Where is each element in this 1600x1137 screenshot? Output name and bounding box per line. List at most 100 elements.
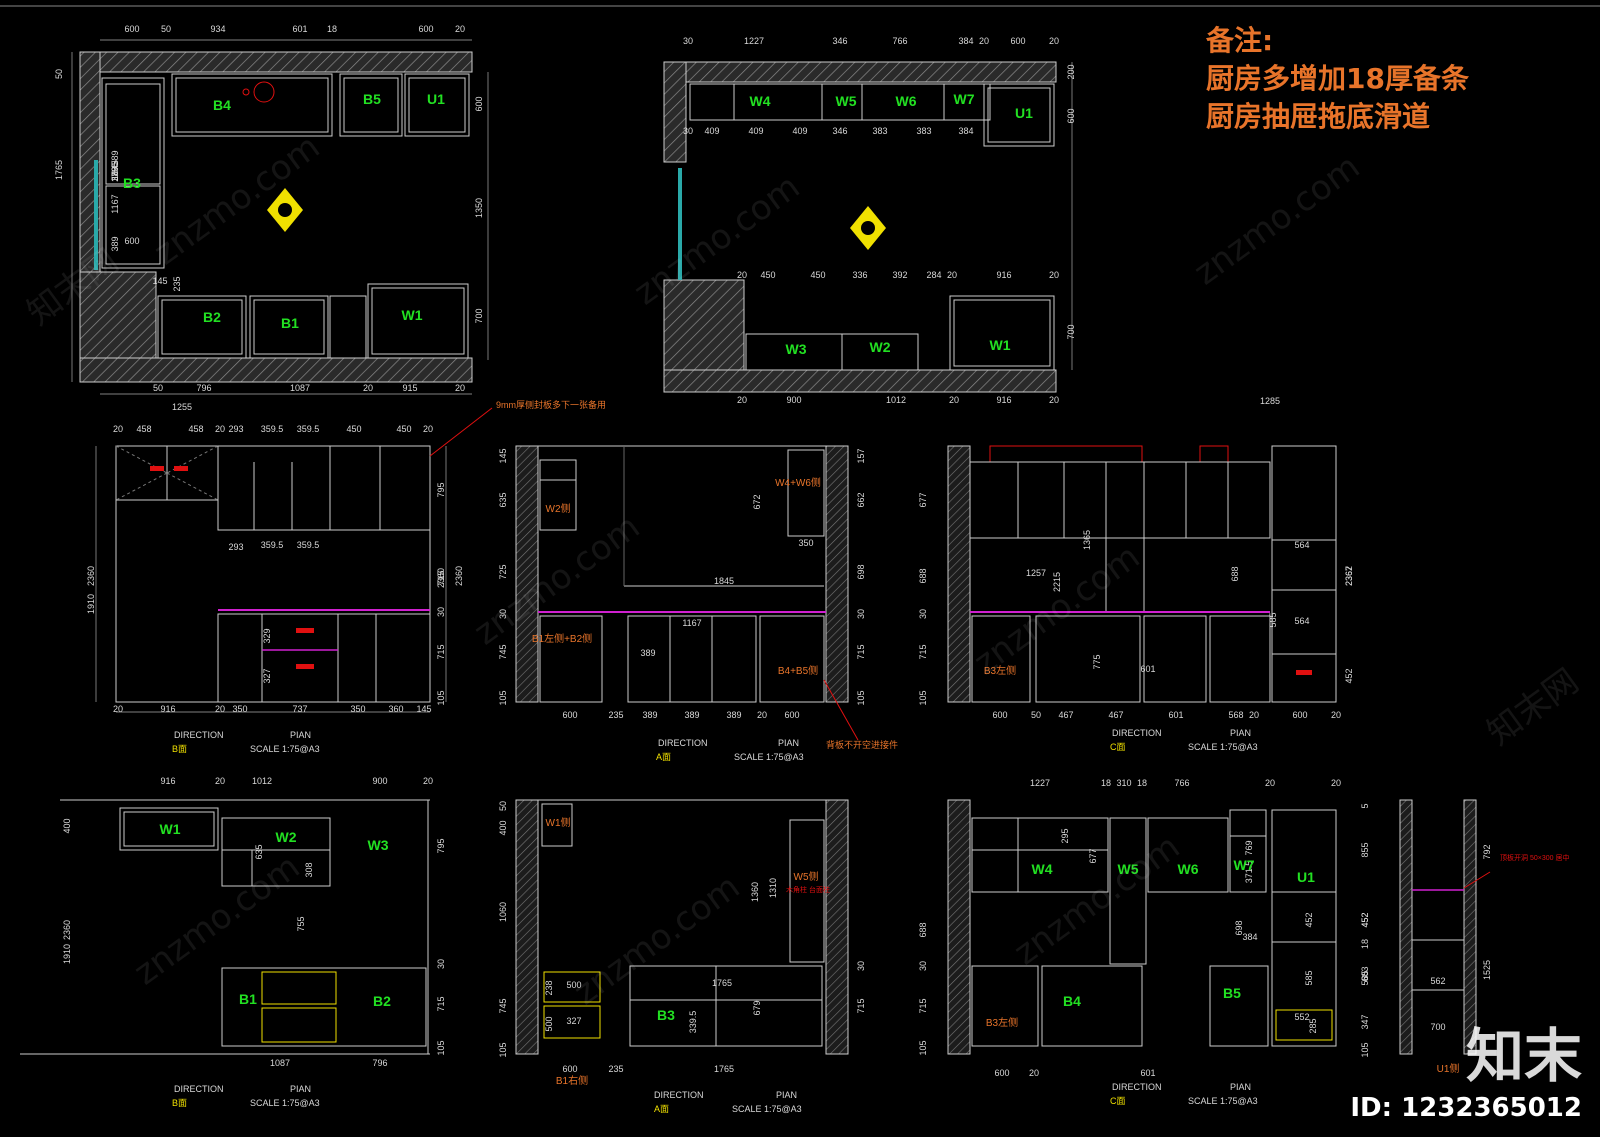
face-label: C面 [1110,742,1126,752]
dimension-label: 145 [416,704,431,714]
cabinet-label: W3 [786,341,807,357]
dimension-label: 700 [1066,324,1076,339]
dimension-label: 50 [54,69,64,79]
dimension-label: 700 [1430,1022,1445,1032]
dimension-label: 20 [1049,36,1059,46]
dimension-label: 389 [642,710,657,720]
dimension-label: 284 [926,270,941,280]
elevation-a2 [515,799,849,1055]
dimension-label: 1310 [768,878,778,898]
dimension-label: 916 [160,704,175,714]
dimension-label: 1012 [886,395,906,405]
dimension-label: 766 [1174,778,1189,788]
cabinet-label: W7 [954,91,975,107]
dimension-label: 2215 [1052,572,1062,592]
notes-line-2: 厨房抽屉拖底滑道 [1206,100,1431,133]
cabinet-label: B5 [1223,985,1241,1001]
dimension-label: 458 [136,424,151,434]
cabinet-label: B1 [281,315,299,331]
elevation-b2 [20,799,430,1055]
dimension-label: 601 [292,24,307,34]
direction-label: DIRECTION [654,1090,704,1100]
dimension-label: 327 [262,668,272,683]
pian-label: PIAN [776,1090,797,1100]
dimension-label: 339.5 [688,1011,698,1034]
dimension-label: 1365 [1082,530,1092,550]
direction-label: DIRECTION [658,738,708,748]
cabinet-label: U1 [1015,105,1033,121]
dimension-label: 1765 [54,160,64,180]
face-label: B面 [172,1098,187,1108]
dimension-label: 20 [423,776,433,786]
cabinet-label: W1 [402,307,423,323]
dimension-label: 105 [918,1040,928,1055]
direction-label: DIRECTION [1112,728,1162,738]
dimension-label: 384 [1242,932,1257,942]
dimension-label: 452 [1344,668,1354,683]
face-label: A面 [654,1104,669,1114]
part-label: W1侧 [546,816,571,829]
dimension-label: 235 [608,1064,623,1074]
dimension-label: 452 [1360,912,1370,927]
elevation-a [515,445,859,741]
dimension-label: 672 [752,494,762,509]
cabinet-label: W1 [990,337,1011,353]
dimension-label: 796 [196,383,211,393]
dimension-label: 715 [436,644,446,659]
dimension-label: 603 [1360,966,1370,981]
dimension-label: 916 [996,270,1011,280]
dimension-label: 308 [304,862,314,877]
dimension-label: 359.5 [297,424,320,434]
dimension-label: 1525 [1482,960,1492,980]
dimension-label: 336 [852,270,867,280]
brand-id: ID: 1232365012 [1350,1093,1582,1123]
dimension-label: 20 [1331,778,1341,788]
dimension-label: 50 [498,801,508,811]
dimension-label: 600 [474,96,484,111]
dimension-label: 20 [455,383,465,393]
cabinet-label: B3 [123,175,141,191]
dimension-label: 20 [947,270,957,280]
dimension-label: 105 [498,1042,508,1057]
brand-block: 知末 ID: 1232365012 [1350,1009,1582,1123]
dimension-label: 916 [160,776,175,786]
dimension-label: 20 [215,704,225,714]
dimension-label: 30 [436,959,446,969]
dimension-label: 1360 [750,882,760,902]
elevation-u1-side [1399,799,1491,1055]
dimension-label: 450 [760,270,775,280]
cabinet-label: W3 [368,837,389,853]
dimension-label: 18 [1360,939,1370,949]
dimension-label: 20 [1265,778,1275,788]
dimension-label: 600 [784,710,799,720]
dimension-label: 20 [215,776,225,786]
dimension-label: 715 [918,644,928,659]
dimension-label: 452 [1304,912,1314,927]
dimension-label: 2360 [62,920,72,940]
elevation-c2 [947,799,1337,1055]
dimension-label: 105 [918,690,928,705]
dimension-label: 389 [726,710,741,720]
dimension-label: 20 [949,395,959,405]
dimension-label: 383 [872,126,887,136]
part-label: B4+B5侧 [778,664,818,677]
dimension-label: 600 [562,1064,577,1074]
dimension-label: 934 [210,24,225,34]
cabinet-label: U1 [1297,869,1315,885]
dimension-label: 235 [608,710,623,720]
dimension-label: 1227 [1030,778,1050,788]
dimension-label: 20 [737,395,747,405]
dimension-label: 715 [436,570,446,585]
dimension-label: 1910 [62,944,72,964]
dimension-label: 677 [918,492,928,507]
dimension-label: 600 [1066,108,1076,123]
part-label: B3左侧 [984,664,1016,677]
dimension-label: 792 [1482,844,1492,859]
dimension-label: 295 [1060,828,1070,843]
dimension-label: 1285 [1260,396,1280,406]
dimension-label: 20 [1249,710,1259,720]
part-label: U1侧 [1437,1062,1460,1075]
dimension-label: 1167 [110,194,120,213]
dimension-label: 20 [113,704,123,714]
